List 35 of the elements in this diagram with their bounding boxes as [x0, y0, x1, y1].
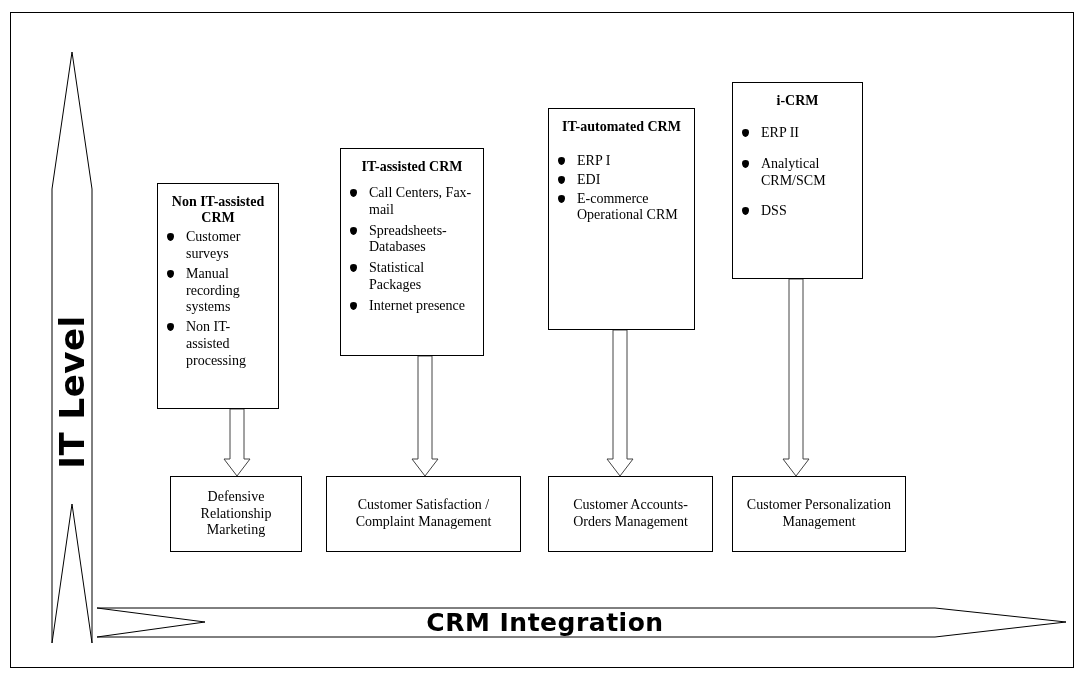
box-text: Customer Accounts-Orders Management	[572, 497, 689, 531]
bullet-item: DSS	[739, 203, 856, 221]
bullet-item: ERP II	[739, 125, 856, 142]
box-text: Customer Personalization Management	[745, 497, 893, 531]
box-heading: IT-automated CRM	[561, 119, 682, 136]
axis-label: CRM Integration	[426, 607, 664, 637]
stage-box	[732, 82, 863, 279]
outcome-box	[732, 476, 906, 552]
bullet-item: Manual recording systems	[164, 265, 272, 317]
block-arrow	[223, 408, 251, 477]
outcome-box	[548, 476, 713, 552]
bullet-item: Spreadsheets-Databases	[347, 222, 477, 257]
bullet-item: Customer surveys	[164, 229, 272, 263]
axis-label: IT Level	[52, 315, 92, 469]
bullet-item: ERP I	[555, 153, 688, 170]
bullet-item: Analytical CRM/SCM	[739, 155, 856, 190]
stage-box	[157, 183, 279, 409]
outcome-box	[170, 476, 302, 552]
bullet-item: Internet presence	[347, 297, 477, 315]
box-heading: i-CRM	[775, 93, 820, 110]
bullet-item: E-commerce Operational CRM	[555, 190, 688, 225]
box-text: Defensive Relationship Marketing	[199, 488, 273, 540]
box-heading: IT-assisted CRM	[360, 159, 464, 176]
bullet-item: Call Centers, Fax-mail	[347, 185, 477, 219]
block-arrow	[411, 355, 439, 477]
bullet-item: EDI	[555, 171, 688, 189]
bullet-item: Non IT-assisted processing	[164, 319, 272, 370]
stage-box	[548, 108, 695, 330]
box-heading: Non IT-assisted CRM	[170, 194, 266, 227]
block-arrow	[606, 329, 634, 477]
block-arrow	[782, 278, 810, 477]
box-text: Customer Satisfaction / Complaint Management	[354, 497, 493, 531]
stage-box	[340, 148, 484, 356]
outcome-box	[326, 476, 521, 552]
bullet-item: Statistical Packages	[347, 260, 477, 294]
